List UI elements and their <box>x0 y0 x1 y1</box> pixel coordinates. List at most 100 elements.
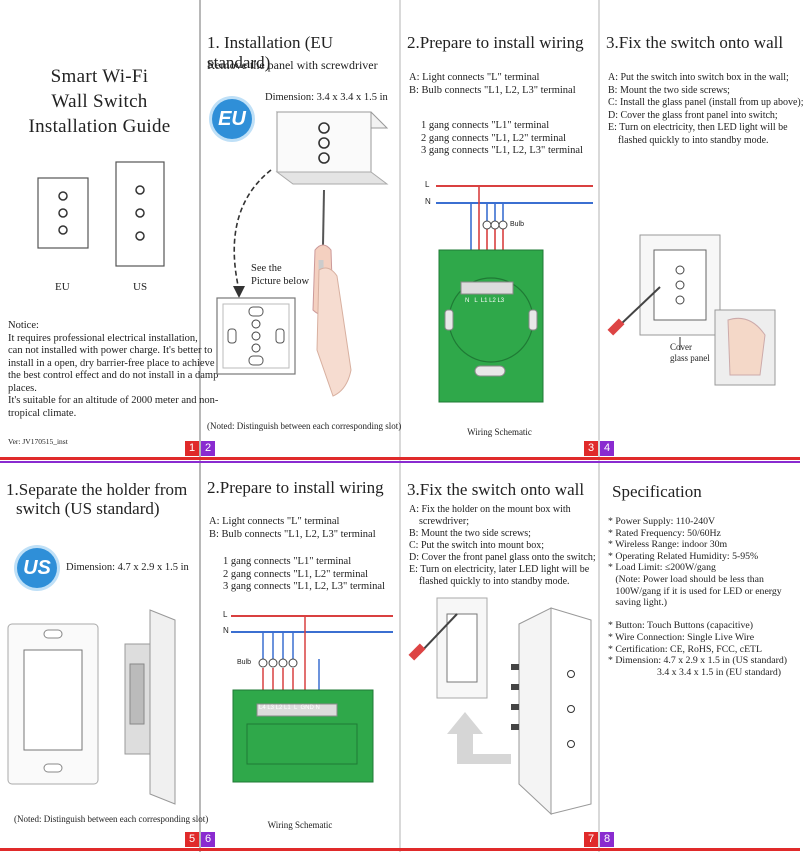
terminal-block <box>256 703 338 717</box>
eu-wiring-diagram <box>436 185 593 403</box>
instruction-line: 3 gang connects "L1, L2, L3" terminal <box>421 145 583 156</box>
page-number: 1 <box>185 441 199 456</box>
spec-line: 100W/gang if it is used for LED or energ… <box>608 585 782 597</box>
hand-icon <box>316 267 352 397</box>
notice-line: install in a open, dry barrier-free plac… <box>8 357 215 369</box>
label-bulb: Bulb <box>237 659 252 666</box>
cover-switch-illustrations <box>37 161 165 267</box>
green-board <box>438 249 544 403</box>
see-picture-note: See the Picture below <box>251 262 309 288</box>
spec-line: * Operating Related Humidity: 5-95% <box>608 550 759 562</box>
wall-box-icon <box>639 234 721 336</box>
panel-title-line: switch (US standard) <box>16 499 160 518</box>
cover-glass-label: Cover glass panel <box>670 342 710 364</box>
instruction-line: A: Fix the holder on the mount box with <box>409 504 571 515</box>
cover-label-line: glass panel <box>670 353 710 363</box>
cover-title-line: Smart Wi-Fi <box>50 66 149 87</box>
wiring-caption: Wiring Schematic <box>467 427 532 437</box>
notice-line: the best control effect and do not insta… <box>8 370 219 381</box>
notice-line: tropical climate. <box>8 407 77 419</box>
eu-switch-3d-icon <box>275 111 389 185</box>
us-wiring-diagram <box>231 615 393 783</box>
us-holder-icon <box>7 623 99 785</box>
us-separate-illustration <box>7 609 176 805</box>
panel-title: 1. Installation (EU standard) <box>207 33 334 72</box>
us-switch-side-icon <box>124 609 176 805</box>
see-picture-line: See the <box>251 263 282 274</box>
spec-line: * Wireless Range: indoor 30m <box>608 539 728 551</box>
bottom-rule-red <box>0 848 800 851</box>
panel-title: Specification <box>612 482 702 501</box>
panel-title: 3.Fix the switch onto wall <box>606 33 784 52</box>
us-separate-panel: 1.Separate the holder from switch (US st… <box>0 464 208 848</box>
panel-title-line: 1.Separate the holder from <box>6 480 188 499</box>
cover-panel: Smart Wi-Fi Wall Switch Installation Gui… <box>0 0 219 456</box>
column-divider <box>399 0 401 852</box>
panel-title: 3.Fix the switch onto wall <box>407 480 585 499</box>
terminal-labels: L4 L3 L2 L1 L GND N <box>259 705 320 711</box>
us-holder-icon <box>436 597 488 699</box>
us-switch-side-icon <box>511 607 592 816</box>
row-divider-purple <box>0 461 800 463</box>
instruction-line: 1 gang connects "L1" terminal <box>421 120 550 131</box>
instruction-line: flashed quickly to into standby mode. <box>608 134 769 146</box>
slot-note: (Noted: Distinguish between each corresp… <box>14 814 209 824</box>
notice-line: places. <box>8 382 37 394</box>
label-l: L <box>223 610 228 619</box>
spec-line: * Load Limit: ≤200W/gang <box>608 562 716 574</box>
cover-title: Smart Wi-Fi Wall Switch Installation Gui… <box>0 64 199 139</box>
notice-line: It's suitable for an altitude of 2000 me… <box>8 395 219 406</box>
eu-wiring-panel: 2.Prepare to install wiring A: Light con… <box>401 0 598 456</box>
spec-line: 3.4 x 3.4 x 1.5 in (EU standard) <box>608 666 782 678</box>
instruction-line: E: Turn on electricity, then LED light w… <box>608 122 788 133</box>
spec-line: * Rated Frequency: 50/60Hz <box>608 527 721 539</box>
notice-block: Notice: It requires professional electri… <box>8 320 219 420</box>
instruction-line: 3 gang connects "L1, L2, L3" terminal <box>223 581 385 592</box>
column-divider <box>199 0 201 852</box>
page-number: 8 <box>600 832 614 847</box>
instruction-line: 1 gang connects "L1" terminal <box>223 556 352 567</box>
spec-line: * Power Supply: 110-240V <box>608 516 716 527</box>
cover-title-line: Wall Switch <box>51 91 148 112</box>
row-divider-red <box>0 457 800 460</box>
instruction-line: B: Mount the two side screws; <box>608 84 730 96</box>
eu-wall-box-icon <box>216 297 296 375</box>
column-divider <box>598 0 600 852</box>
notice-title: Notice: <box>8 320 39 331</box>
instruction-line: C: Put the switch into mount box; <box>409 540 545 551</box>
eu-install-illustration <box>216 111 389 397</box>
spec-line: (Note: Power load should be less than <box>608 573 764 585</box>
instruction-line: A: Light connects "L" terminal <box>409 72 540 83</box>
instruction-line: B: Bulb connects "L1, L2, L3" terminal <box>209 528 376 540</box>
label-n: N <box>223 626 229 635</box>
instruction-line: 2 gang connects "L1, L2" terminal <box>223 568 369 580</box>
cover-label-line: Cover <box>670 342 692 352</box>
eu-fix-illustration <box>607 234 776 386</box>
eu-install-panel: 1. Installation (EU standard) Remove the… <box>201 0 402 456</box>
spec-line <box>608 609 787 621</box>
instruction-line: D: Cover the front panel glass onto the … <box>409 552 596 563</box>
terminal-labels: N L L1 L2 L3 <box>465 298 505 304</box>
notice-line: It requires professional electrical inst… <box>8 332 198 344</box>
spec-list: * Power Supply: 110-240V* Rated Frequenc… <box>608 516 787 678</box>
wiring-caption: Wiring Schematic <box>267 820 333 830</box>
instruction-line: 2 gang connects "L1, L2" terminal <box>421 132 567 144</box>
page-number: 5 <box>185 832 199 847</box>
dimension-label: Dimension: 4.7 x 2.9 x 1.5 in <box>66 562 189 573</box>
label-n: N <box>425 197 431 206</box>
eu-fix-panel: 3.Fix the switch onto wall A: Put the sw… <box>600 0 804 456</box>
version-label: Ver: JV170515_inst <box>8 437 68 446</box>
page-number: 6 <box>201 832 215 847</box>
panel-title: 2.Prepare to install wiring <box>407 33 584 52</box>
screwdriver-icon <box>607 286 661 336</box>
instruction-line: E: Turn on electricity, later LED light … <box>409 564 590 575</box>
slot-note: (Noted: Distinguish between each corresp… <box>207 421 402 431</box>
eu-switch-icon <box>37 177 89 249</box>
eu-badge: EU <box>212 99 252 139</box>
label-l: L <box>425 180 430 189</box>
instruction-line: D: Cover the glass front panel into swit… <box>608 109 778 121</box>
